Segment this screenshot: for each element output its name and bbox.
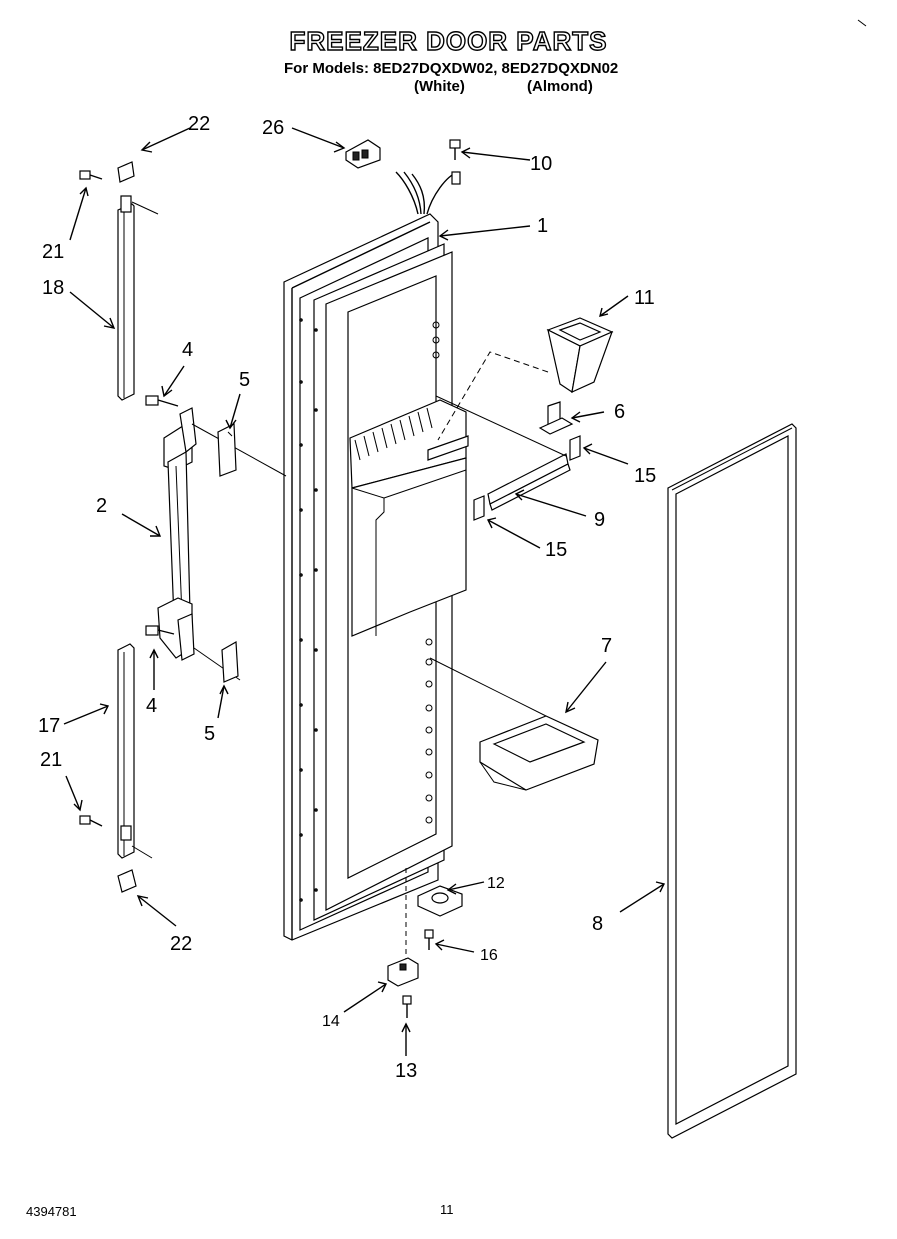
variant-almond: (Almond) xyxy=(527,78,593,95)
callout-17: 17 xyxy=(38,715,60,737)
callout-22-upper: 22 xyxy=(188,113,210,135)
handle-trim-part-18 xyxy=(117,195,159,401)
wire-harness xyxy=(395,171,461,215)
callout-13: 13 xyxy=(395,1060,417,1082)
hinge-bushing-part-12 xyxy=(405,868,463,960)
liner-holes xyxy=(425,321,440,824)
callout-4-lower: 4 xyxy=(146,695,157,717)
clip-part-5-bottom xyxy=(221,640,239,683)
callout-22-lower: 22 xyxy=(170,933,192,955)
end-cap-part-22-bottom xyxy=(117,869,137,893)
callout-12: 12 xyxy=(487,875,505,892)
clip-part-15-lower xyxy=(473,495,485,521)
callout-15-lower: 15 xyxy=(545,539,567,561)
callout-14: 14 xyxy=(322,1013,340,1030)
callout-10: 10 xyxy=(530,153,552,175)
door-edge-holes xyxy=(299,318,318,902)
callout-8: 8 xyxy=(592,913,603,935)
handle-part-2 xyxy=(157,407,287,681)
callout-18: 18 xyxy=(42,277,64,299)
screw-part-10 xyxy=(449,139,461,160)
screw-part-16 xyxy=(424,929,434,950)
ice-chute-part-11 xyxy=(437,317,614,441)
callout-labels: 1 2 4 4 5 5 6 7 8 9 10 11 12 13 14 15 15… xyxy=(38,113,656,1082)
trim-part-9 xyxy=(435,395,571,511)
callout-5-lower: 5 xyxy=(204,723,215,745)
handle-trim-part-17 xyxy=(117,643,153,859)
callout-26: 26 xyxy=(262,117,284,139)
bracket-part-6 xyxy=(538,401,574,435)
callout-21-lower: 21 xyxy=(40,749,62,771)
leader-arrows xyxy=(63,127,666,1056)
clip-part-15-upper xyxy=(569,435,581,461)
hinge-pin-part-14 xyxy=(387,957,419,987)
callout-6: 6 xyxy=(614,401,625,423)
callout-21-upper: 21 xyxy=(42,241,64,263)
callout-5-upper: 5 xyxy=(239,369,250,391)
screw-part-21-bottom xyxy=(79,815,103,827)
part-number: 4394781 xyxy=(26,1204,77,1219)
screw-part-13 xyxy=(402,995,412,1018)
callout-1: 1 xyxy=(537,215,548,237)
dispenser-housing xyxy=(349,399,469,637)
clip-part-5-top xyxy=(217,423,237,477)
end-cap-part-22-top xyxy=(117,161,135,183)
callout-4-upper: 4 xyxy=(182,339,193,361)
screw-part-4-bottom xyxy=(145,625,175,636)
screw-part-4-top xyxy=(145,395,179,407)
variant-white: (White) xyxy=(414,78,465,95)
screw-part-21-top xyxy=(79,170,103,180)
page-number: 11 xyxy=(440,1202,454,1217)
callout-16: 16 xyxy=(480,947,498,964)
model-numbers: For Models: 8ED27DQXDW02, 8ED27DQXDN02 xyxy=(284,60,619,77)
connector-part-26 xyxy=(345,139,381,169)
drip-tray-part-7 xyxy=(429,657,599,791)
callout-2: 2 xyxy=(96,495,107,517)
callout-11: 11 xyxy=(634,287,655,309)
callout-7: 7 xyxy=(601,635,612,657)
callout-15-upper: 15 xyxy=(634,465,656,487)
callout-9: 9 xyxy=(594,509,605,531)
door-panel-part-1 xyxy=(283,171,469,941)
page-title: FREEZER DOOR PARTS xyxy=(289,25,608,56)
door-gasket-part-8 xyxy=(667,423,797,1139)
